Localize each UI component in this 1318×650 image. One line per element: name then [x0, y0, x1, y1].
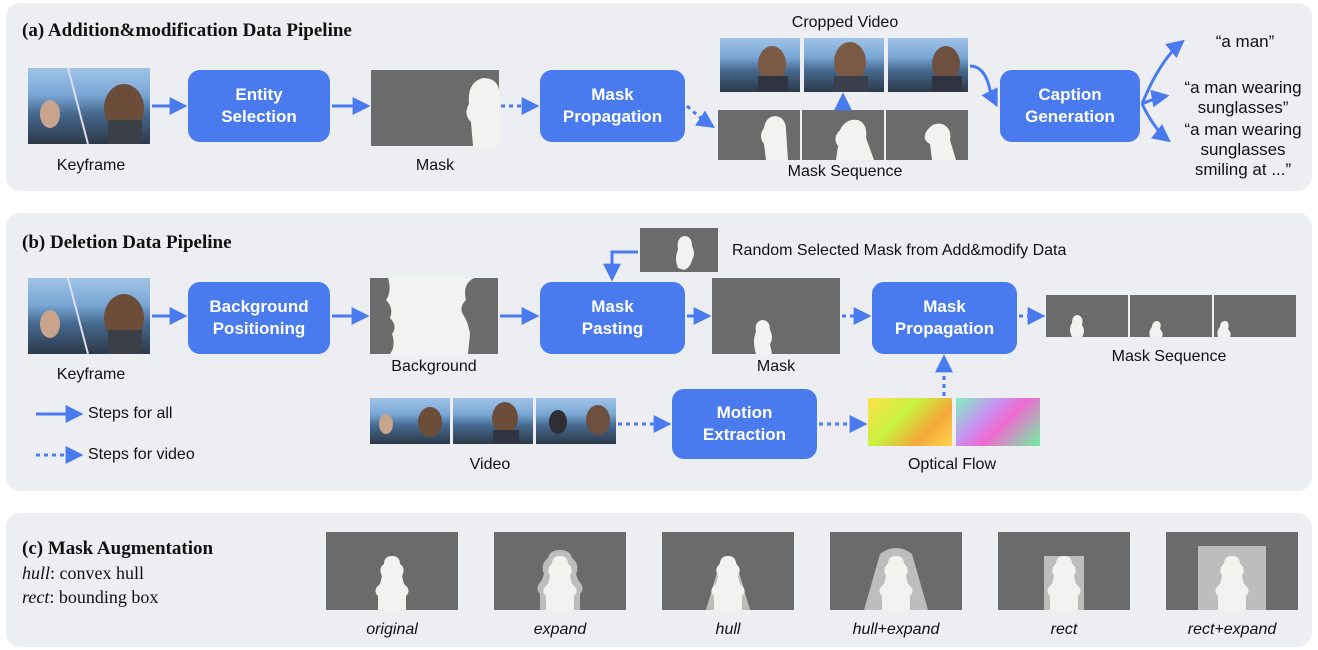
mask-sequence-label-a: Mask Sequence: [787, 163, 903, 180]
legend-video-label: Steps for video: [88, 446, 195, 463]
aug-rect-expand-image: [1166, 532, 1298, 610]
hull-definition: hull: convex hull: [22, 563, 144, 584]
video-frame-3: [536, 398, 616, 444]
panel-b-title: (b) Deletion Data Pipeline: [22, 232, 232, 253]
hull-term: hull: [22, 563, 51, 583]
pasted-mask-image: [712, 278, 840, 354]
aug-original-image: [326, 532, 458, 610]
optical-flow-image-2: [956, 398, 1040, 446]
aug-caption-rect: rect: [1050, 621, 1078, 638]
cropped-frame-2: [804, 38, 884, 92]
mask-sequence-label-b: Mask Sequence: [1111, 348, 1227, 365]
cropped-frame-1: [720, 38, 800, 92]
mask-propagation-box-a: Mask Propagation: [540, 70, 685, 142]
video-label: Video: [469, 456, 511, 473]
aug-expand-image: [494, 532, 626, 610]
aug-caption-hull: hull: [715, 621, 741, 638]
keyframe-image: [28, 68, 150, 144]
mask-sequence-b-frame-2: [1130, 295, 1212, 337]
optical-flow-image-1: [868, 398, 952, 446]
background-label: Background: [391, 358, 477, 375]
mask-pasting-box: Mask Pasting: [540, 282, 685, 354]
aug-hull-image: [662, 532, 794, 610]
mask-sequence-b-frame-3: [1214, 295, 1296, 337]
background-positioning-box: Background Positioning: [188, 282, 330, 354]
aug-caption-original: original: [366, 621, 418, 638]
rect-definition: rect: bounding box: [22, 587, 158, 608]
aug-caption-hull-expand: hull+expand: [852, 621, 940, 638]
background-mask-image: [370, 278, 498, 354]
cropped-frame-3: [888, 38, 968, 92]
keyframe-image-b: [28, 278, 150, 354]
aug-caption-rect-expand: rect+expand: [1187, 621, 1277, 638]
aug-rect-image: [998, 532, 1130, 610]
caption-3: “a man wearing sunglasses smiling at ...…: [1184, 120, 1302, 179]
entity-selection-box: Entity Selection: [188, 70, 330, 142]
random-mask-label: Random Selected Mask from Add&modify Dat…: [732, 242, 1067, 259]
hull-description: : convex hull: [50, 563, 144, 583]
panel-a-title: (a) Addition&modification Data Pipeline: [22, 20, 352, 41]
panel-c-title: (c) Mask Augmentation: [22, 538, 214, 559]
keyframe-label: Keyframe: [56, 157, 126, 174]
mask-label-b: Mask: [756, 358, 796, 375]
caption-2: “a man wearing sunglasses”: [1184, 78, 1302, 117]
aug-caption-expand: expand: [533, 621, 587, 638]
motion-extraction-box: Motion Extraction: [672, 389, 817, 459]
optical-flow-label: Optical Flow: [907, 456, 997, 473]
caption-generation-box: Caption Generation: [1000, 70, 1140, 142]
mask-sequence-frame-2: [802, 110, 884, 160]
video-frame-2: [453, 398, 533, 444]
random-mask-image: [640, 228, 718, 272]
mask-propagation-box-b: Mask Propagation: [872, 282, 1017, 354]
rect-term: rect: [22, 587, 50, 607]
mask-sequence-b-frame-1: [1046, 295, 1128, 337]
legend-all-label: Steps for all: [88, 405, 173, 422]
aug-hull-expand-image: [830, 532, 962, 610]
mask-sequence-frame-3: [886, 110, 968, 160]
caption-1: “a man”: [1215, 32, 1275, 51]
keyframe-label-b: Keyframe: [56, 366, 126, 383]
mask-label-a: Mask: [415, 157, 455, 174]
mask-image: [371, 70, 499, 146]
cropped-video-label: Cropped Video: [791, 14, 899, 31]
mask-sequence-frame-1: [718, 110, 800, 160]
rect-description: : bounding box: [49, 587, 159, 607]
video-frame-1: [370, 398, 450, 444]
